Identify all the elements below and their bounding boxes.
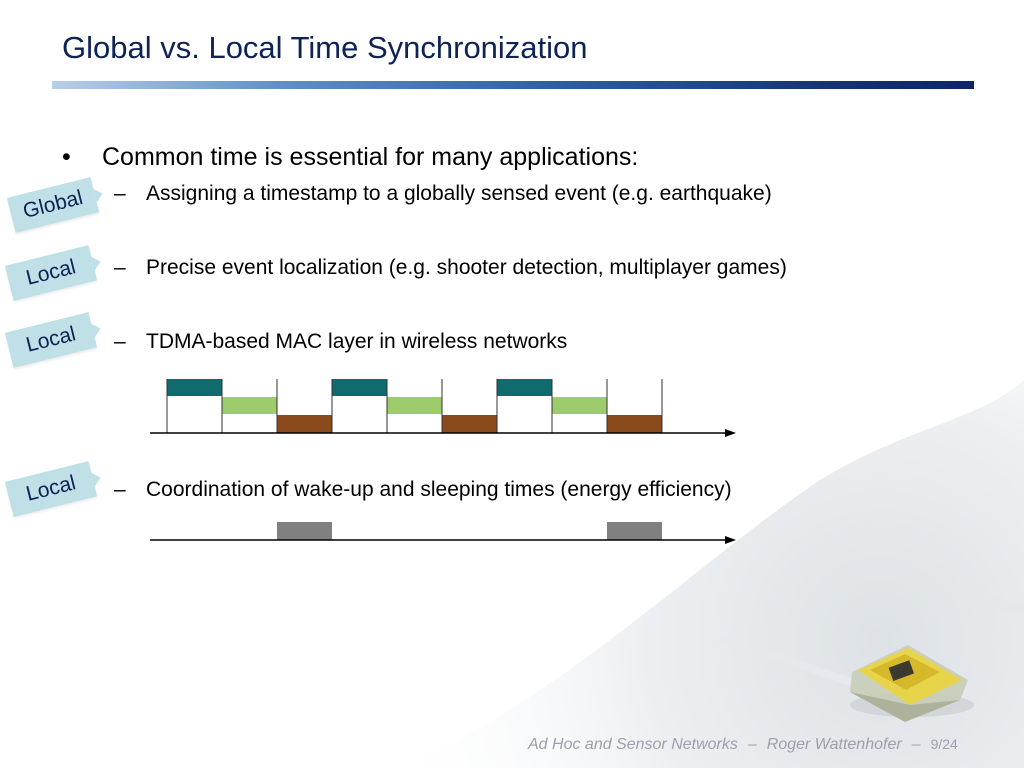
footer-author: Roger Wattenhofer [766, 736, 902, 753]
tdma-axis-arrow [725, 429, 736, 437]
dash-symbol: – [114, 182, 126, 205]
wake-up-slot [277, 522, 332, 540]
tdma-slot-teal [167, 379, 222, 396]
tdma-slot-teal [332, 379, 387, 396]
bullet-symbol: • [62, 143, 71, 171]
dash-symbol: – [114, 478, 126, 501]
tdma-slot-brown [607, 415, 662, 433]
sub-item-wakeup: –Coordination of wake-up and sleeping ti… [114, 478, 732, 502]
footer-course: Ad Hoc and Sensor Networks [528, 736, 738, 753]
tdma-slot-brown [442, 415, 497, 433]
footer-separator: – [747, 736, 757, 753]
footer-separator: – [911, 736, 921, 753]
sub-item-localization: –Precise event localization (e.g. shoote… [114, 256, 787, 280]
sleep-axis-arrow [725, 536, 736, 544]
title-rule [52, 81, 974, 89]
tdma-slot-green [387, 397, 442, 414]
sub-item-tdma: –TDMA-based MAC layer in wireless networ… [114, 330, 567, 354]
sub-item-text: Coordination of wake-up and sleeping tim… [146, 478, 732, 501]
dash-symbol: – [114, 256, 126, 279]
dash-symbol: – [114, 330, 126, 353]
slide-title: Global vs. Local Time Synchronization [62, 30, 588, 65]
sub-item-timestamp: –Assigning a timestamp to a globally sen… [114, 182, 772, 206]
sub-item-text: Assigning a timestamp to a globally sens… [146, 182, 772, 205]
tdma-slot-green [552, 397, 607, 414]
bullet-common-time: • Common time is essential for many appli… [62, 143, 638, 172]
sensor-node-image [850, 645, 974, 722]
bullet-text: Common time is essential for many applic… [102, 143, 639, 171]
wake-up-slot [607, 522, 662, 540]
sub-item-text: TDMA-based MAC layer in wireless network… [146, 330, 568, 353]
tdma-slot-brown [277, 415, 332, 433]
footer: Ad Hoc and Sensor Networks–Roger Wattenh… [528, 736, 958, 754]
sub-item-text: Precise event localization (e.g. shooter… [146, 256, 787, 279]
tdma-slot-green [222, 397, 277, 414]
page-number: 9/24 [930, 736, 958, 752]
tdma-slot-teal [497, 379, 552, 396]
